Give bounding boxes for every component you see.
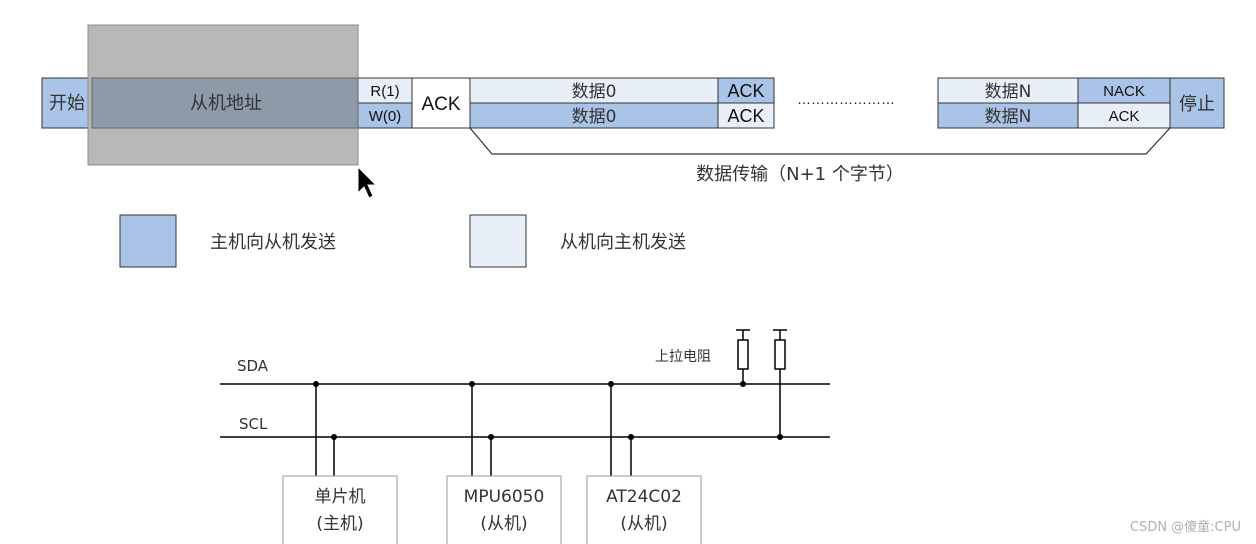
ellipsis: ………………… bbox=[797, 91, 895, 107]
dataN-bottom-cell bbox=[937, 102, 1079, 129]
data-transfer-label: 数据传输（N+1 个字节） bbox=[696, 164, 904, 185]
slave-address-highlight bbox=[91, 77, 359, 129]
start-cell bbox=[41, 77, 93, 129]
dataN-top-label: 数据N bbox=[985, 82, 1032, 102]
device-mpu6050-role: (从机) bbox=[480, 514, 527, 534]
write-bit-label: W(0) bbox=[369, 108, 402, 125]
device-at24c02-name: AT24C02 bbox=[606, 487, 682, 507]
slave-address-label: 从机地址 bbox=[190, 93, 262, 114]
start-label: 开始 bbox=[49, 93, 85, 114]
read-bit-label: R(1) bbox=[370, 83, 399, 100]
scl-label: SCL bbox=[239, 415, 268, 433]
data-transfer-brace bbox=[469, 127, 1171, 155]
data0-bottom-cell bbox=[469, 102, 719, 129]
mouse-pointer-icon bbox=[357, 165, 378, 199]
device-mcu-name: 单片机 bbox=[315, 487, 366, 507]
address-ack-cell bbox=[411, 77, 471, 129]
i2c-bus-schematic: SDA SCL 上拉电阻 单片机 (主机) bbox=[220, 329, 830, 544]
legend-slave-label: 从机向主机发送 bbox=[560, 232, 686, 253]
nack-top-label: NACK bbox=[1103, 83, 1145, 100]
sda-label: SDA bbox=[237, 357, 269, 375]
ack-bottom-label: ACK bbox=[727, 106, 764, 126]
device-mcu-role: (主机) bbox=[316, 514, 363, 534]
ack-bottom-cell bbox=[717, 102, 775, 129]
stop-label: 停止 bbox=[1179, 94, 1215, 115]
device-mcu: 单片机 (主机) bbox=[282, 381, 398, 544]
device-at24c02: AT24C02 (从机) bbox=[586, 381, 702, 544]
data0-bottom-label: 数据0 bbox=[572, 107, 617, 127]
pullup-label: 上拉电阻 bbox=[655, 349, 711, 365]
ackN-bottom-label: ACK bbox=[1109, 108, 1140, 125]
stop-cell bbox=[1169, 77, 1225, 129]
legend-master-label: 主机向从机发送 bbox=[210, 232, 336, 253]
ackN-bottom-cell bbox=[1077, 102, 1171, 129]
i2c-frame: 开始 R(1) W(0) ACK 数据0 数据0 ACK ACK …………………… bbox=[41, 77, 1225, 185]
data0-top-cell bbox=[469, 77, 719, 104]
ack-top-label: ACK bbox=[727, 81, 764, 101]
legend: 主机向从机发送 从机向主机发送 bbox=[119, 214, 686, 268]
pullup-resistor-sda bbox=[736, 329, 750, 387]
device-mpu6050-name: MPU6050 bbox=[464, 487, 545, 507]
data0-top-label: 数据0 bbox=[572, 82, 617, 102]
legend-slave-swatch bbox=[469, 214, 527, 268]
address-ack-label: ACK bbox=[421, 94, 460, 115]
device-mpu6050: MPU6050 (从机) bbox=[446, 381, 562, 544]
device-at24c02-role: (从机) bbox=[620, 514, 667, 534]
watermark: CSDN @傻童:CPU bbox=[1130, 519, 1241, 535]
dataN-bottom-label: 数据N bbox=[985, 107, 1032, 127]
pullup-resistor-scl bbox=[773, 329, 787, 440]
legend-master-swatch bbox=[119, 214, 177, 268]
